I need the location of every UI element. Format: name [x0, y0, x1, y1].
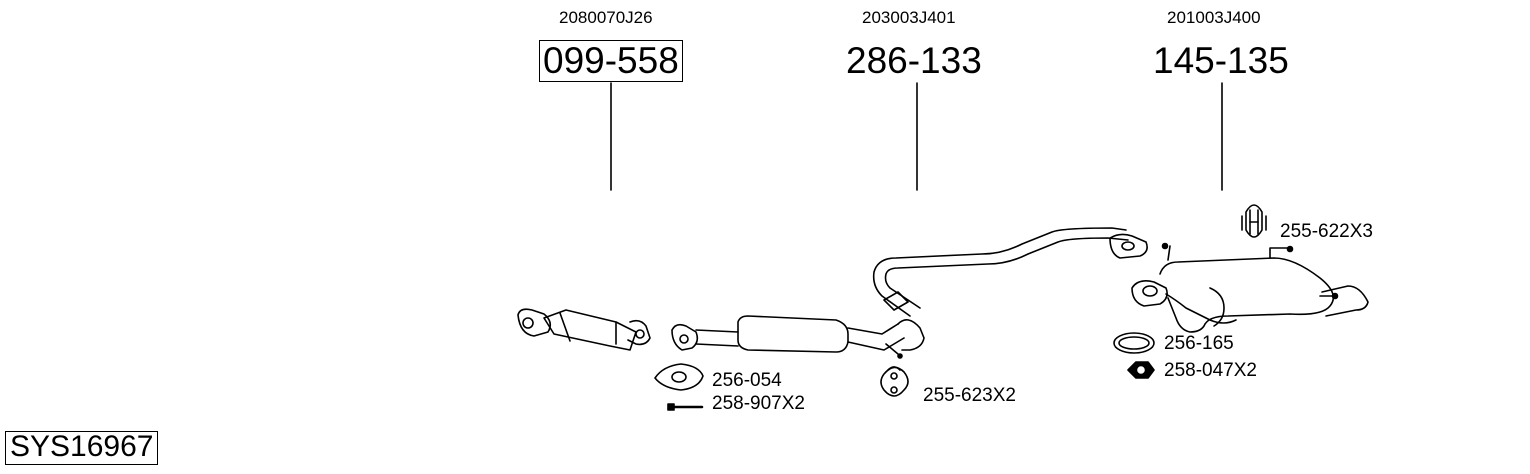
accessory-label-hanger[interactable]: 255-622X3: [1280, 221, 1373, 242]
accessory-label-nut[interactable]: 258-047X2: [1164, 360, 1257, 381]
accessory-label-ring-gasket[interactable]: 256-165: [1164, 333, 1234, 354]
catalytic-converter-icon: [517, 308, 651, 351]
hanger-icon: [1241, 204, 1267, 238]
part-number-rear-silencer[interactable]: 145-135: [1153, 40, 1289, 81]
middle-pipe-icon: [671, 227, 1148, 355]
nut-icon: [1127, 361, 1155, 379]
rubber-mount-icon: [880, 366, 909, 397]
accessory-label-bolt[interactable]: 258-907X2: [712, 393, 805, 414]
accessory-label-rubber-mount[interactable]: 255-623X2: [923, 385, 1016, 406]
rear-silencer-icon: [1131, 245, 1369, 333]
gasket-icon: [654, 363, 704, 391]
bolt-icon: [667, 403, 704, 411]
system-code: SYS16967: [5, 431, 159, 465]
oem-number-rear-silencer: 201003J400: [1167, 8, 1261, 27]
part-number-middle-pipe[interactable]: 286-133: [846, 40, 982, 81]
oem-number-catalyst: 2080070J26: [559, 8, 653, 27]
part-number-catalyst[interactable]: 099-558: [539, 40, 683, 82]
oem-number-middle-pipe: 203003J401: [862, 8, 956, 27]
ring-gasket-icon: [1113, 332, 1155, 354]
accessory-label-gasket[interactable]: 256-054: [712, 370, 782, 391]
